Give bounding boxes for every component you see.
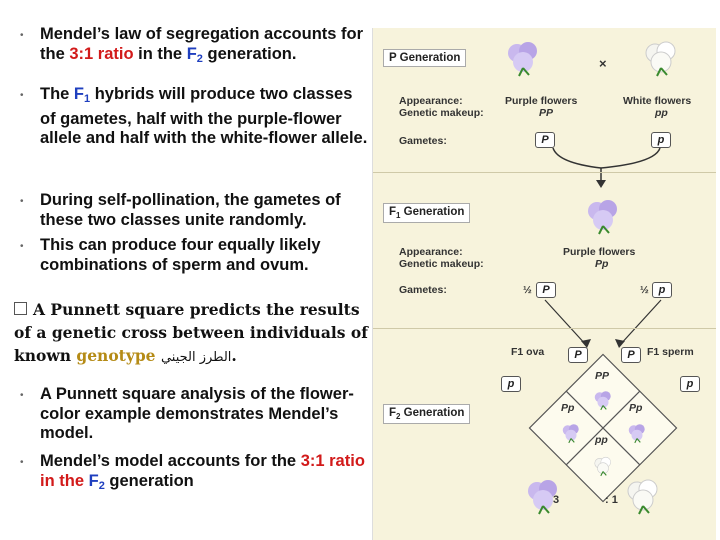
bullet-marker: • (20, 30, 24, 41)
bullet-f1-hybrids: The F1 hybrids will produce two classes … (40, 85, 370, 149)
text-segment: generation. (202, 44, 297, 63)
f1-generation-label: F1 Generation (383, 203, 471, 223)
purple-flowers-text: Purple flowers (505, 95, 578, 107)
sperm-P: P (621, 347, 641, 363)
half-left: ½ (523, 284, 532, 296)
checkbox-bullet-icon (14, 302, 27, 315)
f2-generation-label: F2 Generation (383, 404, 471, 424)
connector-lines (528, 147, 678, 503)
appearance-label: Appearance: (399, 246, 463, 258)
punnett-intro: A Punnett square predicts the results of… (14, 298, 376, 369)
f1-genotype: Pp (595, 258, 609, 270)
gamete-P: P (536, 282, 556, 298)
text-segment: generation (104, 471, 194, 490)
cell-top: PP (595, 370, 610, 382)
cell-right: Pp (629, 402, 643, 414)
f-subscript: 2 (98, 479, 105, 492)
half-right: ½ (640, 284, 649, 296)
bullet-combinations: This can produce four equally likely com… (40, 236, 321, 274)
gametes-label: Gametes: (399, 135, 447, 147)
f-subscript: 2 (196, 52, 203, 65)
f-highlight: F (88, 471, 99, 490)
ratio-highlight: ratio in the (40, 452, 365, 490)
bullet-segregation: Mendel’s law of segregation accounts for… (40, 25, 370, 69)
gamete-p: p (652, 282, 672, 298)
text-segment: The (40, 85, 74, 103)
bullet-marker: • (20, 196, 24, 207)
divider (373, 172, 716, 173)
ratio-right: : 1 (605, 494, 618, 506)
text-segment: Mendel’s model accounts for the (40, 452, 301, 470)
white-flower-icon (641, 38, 681, 78)
bullet-marker: • (20, 457, 24, 468)
genotype-keyword: genotype (76, 346, 156, 365)
ova-P: P (568, 347, 588, 363)
genetic-makeup-label: Genetic makeup: (399, 258, 484, 270)
ratio-left: 3 (553, 494, 560, 506)
purple-flower-icon (583, 196, 623, 236)
text-segment: Mendel’s law of segregation accounts for… (40, 25, 364, 63)
arabic-term: الطرز الجيني (160, 350, 232, 365)
purple-flower-icon (626, 422, 648, 444)
f1-ova-label: F1 ova (511, 346, 545, 358)
purple-flower-icon (503, 38, 543, 78)
sperm-p: p (680, 376, 700, 392)
cell-left: Pp (561, 402, 575, 414)
text-segment: in the (133, 44, 187, 63)
cross-symbol: × (599, 56, 607, 71)
white-genotype: pp (655, 107, 668, 119)
f1-sperm-label: F1 sperm (647, 346, 694, 358)
genetic-makeup-label: Genetic makeup: (399, 107, 484, 119)
punnett-figure: P Generation × Appearance: Genetic makeu… (372, 28, 716, 540)
cell-bottom: pp (595, 434, 608, 446)
ratio-highlight: 3:1 ratio (69, 44, 134, 63)
text-column: • Mendel’s law of segregation accounts f… (14, 25, 370, 496)
bullet-marker: • (20, 90, 24, 101)
purple-flower-icon (523, 476, 563, 516)
purple-genotype: PP (539, 107, 554, 119)
purple-flower-icon (592, 389, 614, 411)
gametes-label: Gametes: (399, 284, 447, 296)
appearance-label: Appearance: (399, 95, 463, 107)
ratio-highlight: 3:1 (300, 452, 325, 470)
bullet-marker: • (20, 241, 24, 252)
gamete-P: P (535, 132, 555, 148)
ova-p: p (501, 376, 521, 392)
bullet-self-pollination: During self-pollination, the gametes of … (40, 191, 341, 229)
f-highlight: F (73, 85, 85, 103)
text-segment: . (231, 346, 237, 365)
divider (373, 328, 716, 329)
bullet-punnett-analysis: A Punnett square analysis of the flower-… (40, 385, 354, 442)
f-highlight: F (186, 44, 197, 63)
p-generation-label: P Generation (383, 49, 467, 67)
text-segment: A Punnett square predicts the results of… (14, 300, 368, 365)
bullet-mendel-model: Mendel’s model accounts for the 3:1 rati… (40, 452, 370, 496)
white-flowers-text: White flowers (623, 95, 692, 107)
white-flower-icon (623, 476, 663, 516)
gamete-p: p (651, 132, 671, 148)
purple-flowers-text: Purple flowers (563, 246, 636, 258)
text-segment: hybrids will produce two classes of game… (40, 85, 368, 147)
bullet-marker: • (20, 390, 24, 401)
white-flower-icon (592, 455, 614, 477)
f-subscript: 1 (84, 93, 91, 105)
purple-flower-icon (560, 422, 582, 444)
